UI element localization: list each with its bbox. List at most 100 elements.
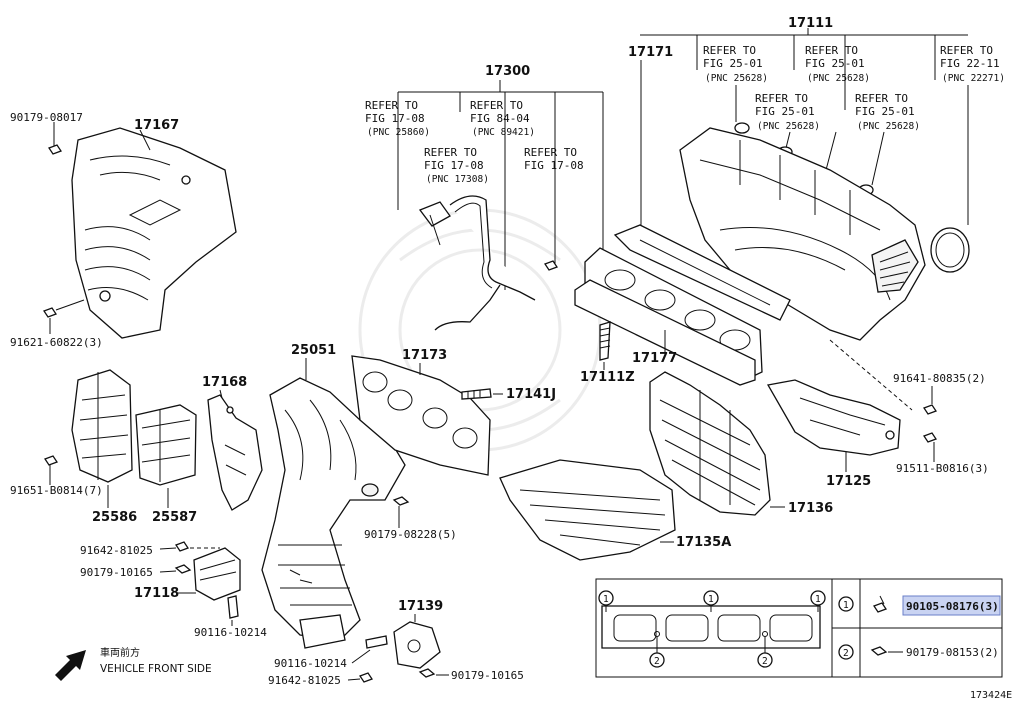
legend-part-90179-08153: 90179-08153(2) — [906, 646, 999, 659]
bolt-91651-b0814[interactable] — [44, 455, 58, 466]
svg-text:1: 1 — [843, 600, 849, 611]
svg-text:FIG 25-01: FIG 25-01 — [805, 57, 865, 70]
callout-91621-60822: 91621-60822(3) — [10, 336, 103, 349]
legend-row-2[interactable]: 2 90179-08153(2) — [838, 644, 999, 660]
vehicle-front-arrow-icon — [55, 650, 86, 681]
svg-text:(PNC 25860): (PNC 25860) — [367, 127, 430, 138]
callout-17125: 17125 — [826, 474, 871, 489]
svg-text:REFER TO: REFER TO — [940, 44, 993, 57]
svg-text:REFER TO: REFER TO — [703, 44, 756, 57]
svg-text:FIG 25-01: FIG 25-01 — [703, 57, 763, 70]
heat-shield-17167[interactable] — [71, 127, 237, 339]
throttle-gasket[interactable] — [930, 227, 970, 273]
svg-text:2: 2 — [843, 648, 849, 659]
callout-90179-10165-b: 90179-10165 — [451, 669, 524, 682]
svg-text:REFER TO: REFER TO — [805, 44, 858, 57]
bolt-icon — [873, 602, 887, 613]
legend-marker-1b: 1 — [703, 590, 719, 612]
vehicle-front-label-en: VEHICLE FRONT SIDE — [100, 663, 212, 675]
callout-17171: 17171 — [628, 45, 673, 60]
callout-17173: 17173 — [402, 348, 447, 363]
stud-17141j[interactable] — [461, 388, 492, 400]
refer-to-fig-25-01-c[interactable]: REFER TO FIG 25-01 (PNC 25628) — [755, 92, 820, 132]
callout-25587: 25587 — [152, 510, 197, 525]
svg-text:(PNC 25628): (PNC 25628) — [705, 73, 768, 84]
egr-shield-25587[interactable] — [135, 404, 197, 486]
nut-90179-10165-a[interactable] — [174, 564, 192, 574]
callout-91641-80835: 91641-80835(2) — [893, 372, 986, 385]
legend-marker-1a: 1 — [598, 590, 614, 612]
bolt-91642-81025-bottom[interactable] — [359, 672, 373, 683]
callout-91511-b0816: 91511-B0816(3) — [896, 462, 989, 475]
bolt-91511-b0816[interactable] — [923, 432, 937, 443]
bolt-91642-81025-top[interactable] — [175, 541, 189, 552]
refer-to-fig-17-08-pnc-17308[interactable]: REFER TO FIG 17-08 (PNC 17308) — [424, 146, 489, 185]
callout-17167: 17167 — [134, 118, 179, 133]
svg-text:(PNC 89421): (PNC 89421) — [472, 127, 535, 138]
svg-text:(PNC 25628): (PNC 25628) — [757, 121, 820, 132]
svg-text:2: 2 — [762, 656, 768, 667]
legend-marker-2b: 2 — [757, 637, 773, 668]
svg-text:(PNC 25628): (PNC 25628) — [857, 121, 920, 132]
bolt-91641-80835[interactable] — [923, 404, 937, 415]
o-ring-a[interactable] — [734, 122, 750, 134]
refer-to-fig-22-11[interactable]: REFER TO FIG 22-11 (PNC 22271) — [940, 44, 1005, 84]
refer-to-fig-84-04-pnc-89421[interactable]: REFER TO FIG 84-04 (PNC 89421) — [470, 99, 535, 138]
svg-text:REFER TO: REFER TO — [470, 99, 523, 112]
bolt-91621-60822[interactable] — [43, 299, 85, 318]
refer-to-fig-17-08-b[interactable]: REFER TO FIG 17-08 — [524, 146, 584, 172]
callout-90116-10214-b: 90116-10214 — [274, 657, 347, 670]
callout-17168: 17168 — [202, 375, 247, 390]
stud-90116-10214-a[interactable] — [227, 595, 239, 619]
svg-text:FIG 25-01: FIG 25-01 — [855, 105, 915, 118]
svg-text:FIG 84-04: FIG 84-04 — [470, 112, 530, 125]
callout-17136: 17136 — [788, 501, 833, 516]
intake-manifold-17111[interactable] — [679, 127, 926, 341]
svg-text:REFER TO: REFER TO — [755, 92, 808, 105]
callout-90179-10165-a: 90179-10165 — [80, 566, 153, 579]
svg-text:(PNC 22271): (PNC 22271) — [942, 73, 1005, 84]
exhaust-gasket-17173[interactable] — [351, 355, 491, 476]
nut-icon — [870, 646, 888, 656]
svg-text:FIG 22-11: FIG 22-11 — [940, 57, 1000, 70]
svg-text:(PNC 25628): (PNC 25628) — [807, 73, 870, 84]
svg-text:FIG 17-08: FIG 17-08 — [365, 112, 425, 125]
legend-row-1[interactable]: 1 90105-08176(3) — [838, 595, 1001, 616]
callout-90179-08228: 90179-08228(5) — [364, 528, 457, 541]
refer-to-fig-25-01-a[interactable]: REFER TO FIG 25-01 (PNC 25628) — [703, 44, 768, 84]
hose-assembly-17300[interactable] — [397, 91, 604, 331]
callout-17141j: 17141J — [506, 387, 556, 402]
intake-gasket-17171[interactable] — [613, 224, 791, 321]
callout-17118: 17118 — [134, 586, 179, 601]
bolt-90179-08017[interactable] — [48, 144, 62, 155]
svg-text:REFER TO: REFER TO — [855, 92, 908, 105]
svg-text:FIG 17-08: FIG 17-08 — [524, 159, 584, 172]
diagram-id: 173424E — [970, 690, 1012, 701]
nut-90179-08228[interactable] — [392, 496, 410, 506]
callout-17300: 17300 — [485, 64, 530, 79]
callout-17111z: 17111Z — [580, 370, 635, 385]
svg-text:REFER TO: REFER TO — [424, 146, 477, 159]
bracket-17139[interactable] — [393, 621, 441, 669]
egr-shield-25586[interactable] — [71, 369, 133, 483]
refer-to-fig-25-01-d[interactable]: REFER TO FIG 25-01 (PNC 25628) — [855, 92, 920, 132]
nut-90179-10165-b[interactable] — [418, 668, 436, 678]
heat-insulator-17136[interactable] — [649, 371, 771, 516]
refer-to-fig-25-01-b[interactable]: REFER TO FIG 25-01 (PNC 25628) — [805, 44, 870, 84]
callout-17139: 17139 — [398, 599, 443, 614]
svg-text:2: 2 — [654, 656, 660, 667]
bracket-17168[interactable] — [207, 394, 263, 511]
stud-17111z[interactable] — [599, 321, 611, 361]
heat-insulator-17135a[interactable] — [499, 459, 676, 561]
legend-gasket-icon — [601, 605, 821, 649]
highlight-row-1 — [902, 595, 1001, 616]
bracket-17118[interactable] — [193, 547, 241, 601]
callout-17177: 17177 — [632, 351, 677, 366]
callout-90116-10214-a: 90116-10214 — [194, 626, 267, 639]
exhaust-manifold-25051[interactable] — [261, 377, 406, 649]
bracket-17125[interactable] — [766, 379, 901, 456]
callout-25051: 25051 — [291, 343, 336, 358]
refer-to-fig-17-08-pnc-25860[interactable]: REFER TO FIG 17-08 (PNC 25860) — [365, 99, 430, 138]
legend-marker-2a: 2 — [649, 637, 665, 668]
stud-90116-10214-b[interactable] — [365, 635, 388, 649]
